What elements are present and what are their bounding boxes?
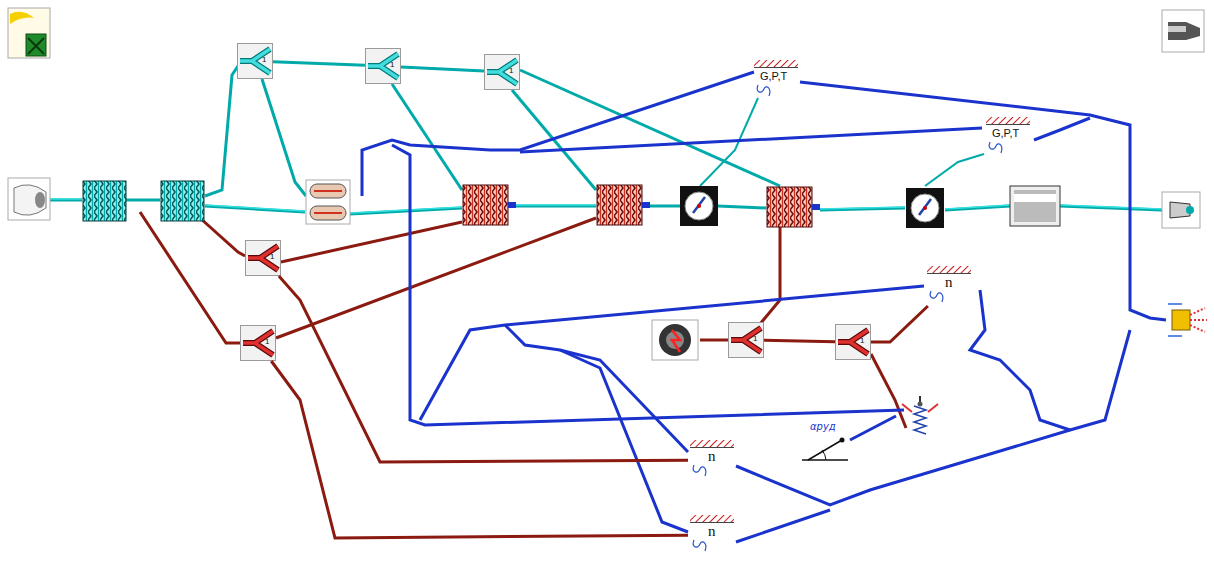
- splitter: [246, 241, 281, 276]
- sensor-box: n: [688, 515, 736, 555]
- connector-line: [871, 306, 928, 342]
- connector: [401, 67, 484, 71]
- turbine: [767, 187, 820, 227]
- splitter-box: 1: [728, 322, 764, 358]
- connector: [279, 276, 688, 462]
- sensor-box: G,P,T: [984, 117, 1032, 157]
- splitter-box: 1: [245, 240, 281, 276]
- sensor-symbol: [986, 117, 1030, 153]
- sensor-symbol: [690, 440, 734, 476]
- splitter-index: 1: [262, 56, 266, 64]
- sensor-symbol: [690, 515, 734, 551]
- turbine: [597, 185, 650, 225]
- sensor-label: n: [708, 449, 716, 464]
- connector-line: [279, 276, 688, 462]
- splitter-index: 1: [390, 61, 394, 69]
- inlet-icon: [8, 178, 50, 220]
- splitter-index: 1: [270, 253, 274, 261]
- combustor: [306, 180, 350, 224]
- splitter: [729, 323, 764, 358]
- control-line: [362, 72, 1166, 542]
- connector: [271, 361, 688, 538]
- splitter-index: 1: [860, 337, 864, 345]
- splitter-box: 1: [237, 43, 273, 79]
- connector-line: [271, 361, 688, 538]
- sensor-label: n: [708, 524, 716, 539]
- splitter: [366, 49, 401, 84]
- splitter-box: 1: [240, 325, 276, 361]
- fuel-injector: [1168, 304, 1207, 336]
- connector-line: [273, 62, 365, 66]
- fuel-icon: [8, 8, 50, 58]
- splitter: [485, 55, 520, 90]
- turbine: [463, 185, 516, 225]
- gauge: [680, 186, 718, 226]
- sensor-symbol: [754, 60, 798, 96]
- generator: [652, 320, 698, 360]
- sensor-box: G,P,T: [752, 60, 800, 100]
- connector-line: [764, 340, 835, 341]
- gauge: [906, 188, 944, 228]
- splitter: [836, 325, 871, 360]
- splitter: [238, 44, 273, 79]
- sensor-label: n: [945, 275, 953, 290]
- connector-line: [401, 67, 484, 71]
- splitter-index: 1: [265, 338, 269, 346]
- connector: [764, 340, 835, 341]
- lever-label: αруд: [810, 422, 836, 432]
- connector: [273, 62, 365, 66]
- shaft-line: [140, 212, 906, 428]
- sensor-label: G,P,T: [760, 71, 787, 82]
- sensor-box: n: [925, 266, 973, 306]
- splitter-box: 1: [835, 324, 871, 360]
- nozzle-icon: [1162, 192, 1200, 228]
- sensor-box: n: [688, 440, 736, 480]
- duct: [1010, 186, 1060, 226]
- sensor-symbol: [927, 266, 971, 302]
- splitter-index: 1: [509, 67, 513, 75]
- sensor-label: G,P,T: [992, 128, 1019, 139]
- shaft-icon: [1162, 10, 1204, 52]
- controller-spring: [902, 396, 938, 434]
- compressor: [83, 181, 126, 221]
- splitter-box: 1: [365, 48, 401, 84]
- splitter-box: 1: [484, 54, 520, 90]
- splitter-index: 1: [753, 335, 757, 343]
- connector: [871, 306, 928, 342]
- compressor: [161, 181, 204, 221]
- throttle-lever: [802, 438, 848, 461]
- splitter: [241, 326, 276, 361]
